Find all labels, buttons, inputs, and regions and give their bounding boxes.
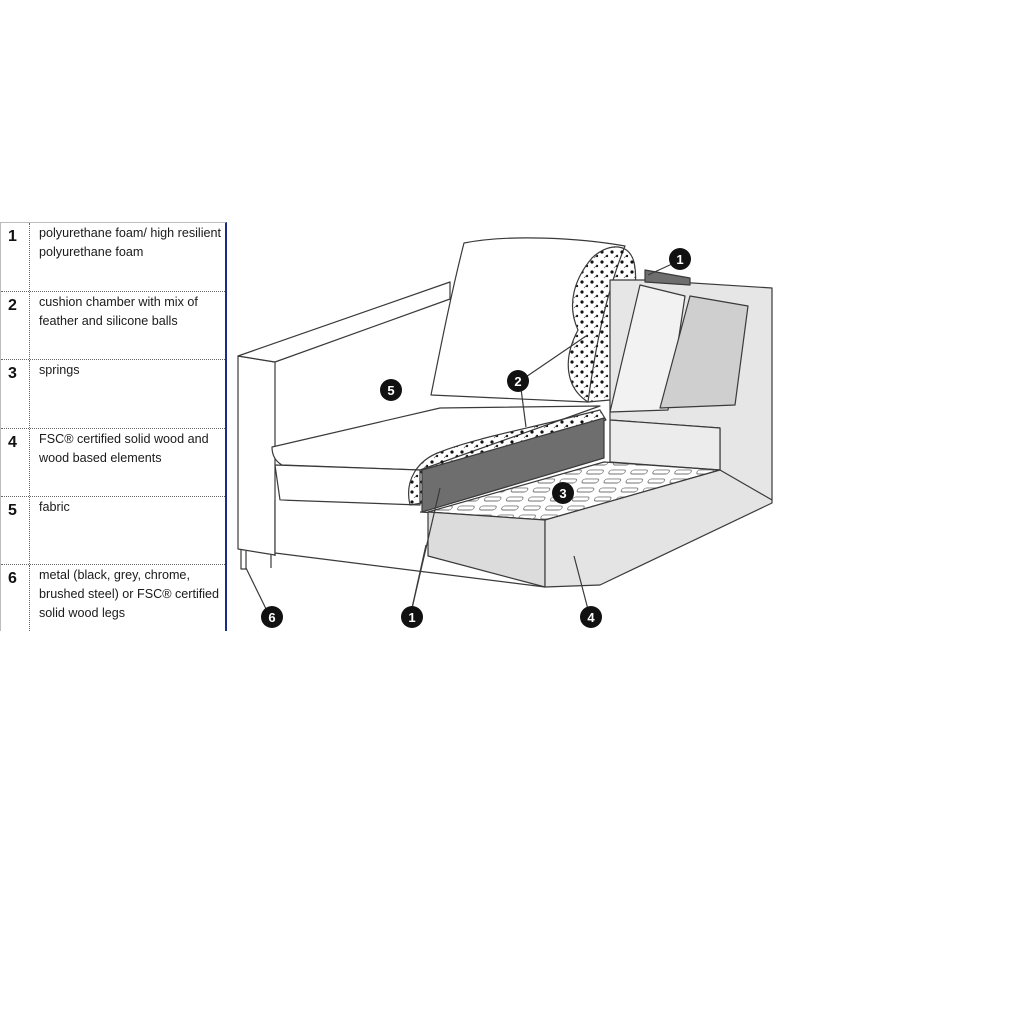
svg-text:2: 2 [514, 374, 521, 389]
legend-row-3: 3 springs [1, 360, 225, 429]
legend-row-1: 1 polyurethane foam/ high resilient poly… [1, 223, 225, 292]
legend-row-6: 6 metal (black, grey, chrome, brushed st… [1, 565, 225, 631]
legend-number: 1 [1, 223, 30, 291]
legend-row-5: 5 fabric [1, 497, 225, 565]
leg [240, 549, 247, 570]
svg-text:1: 1 [408, 610, 415, 625]
callout-4: 4 [580, 606, 602, 628]
callout-1-bottom: 1 [401, 606, 423, 628]
legend-text: springs [39, 363, 80, 377]
right-inner-panel [659, 295, 749, 409]
legend-number: 4 [1, 429, 30, 496]
left-armrest-side [237, 355, 276, 556]
callout-3: 3 [552, 482, 574, 504]
callout-2: 2 [507, 370, 529, 392]
legend-row-4: 4 FSC® certified solid wood and wood bas… [1, 429, 225, 497]
legend-text: FSC® certified solid wood and wood based… [39, 432, 209, 465]
legend-number: 6 [1, 565, 30, 631]
svg-text:6: 6 [268, 610, 275, 625]
legend-text: fabric [39, 500, 70, 514]
legend-text: polyurethane foam/ high resilient polyur… [39, 226, 222, 259]
callout-1-top: 1 [669, 248, 691, 270]
legend-text: metal (black, grey, chrome, brushed stee… [39, 568, 220, 620]
legend-number: 3 [1, 360, 30, 428]
callout-5: 5 [380, 379, 402, 401]
svg-text:4: 4 [587, 610, 595, 625]
legend-number: 5 [1, 497, 30, 564]
legend-row-2: 2 cushion chamber with mix of feather an… [1, 292, 225, 360]
legend-number: 2 [1, 292, 30, 359]
legend-text: cushion chamber with mix of feather and … [39, 295, 198, 328]
material-legend-table: 1 polyurethane foam/ high resilient poly… [0, 222, 227, 631]
svg-text:3: 3 [559, 486, 566, 501]
callout-6: 6 [261, 606, 283, 628]
sofa-cutaway-drawing: 1 2 5 3 1 4 6 [237, 237, 773, 628]
wood-frame-plank [421, 417, 605, 513]
left-armrest-top [237, 281, 451, 363]
svg-text:1: 1 [676, 252, 683, 267]
svg-text:5: 5 [387, 383, 394, 398]
